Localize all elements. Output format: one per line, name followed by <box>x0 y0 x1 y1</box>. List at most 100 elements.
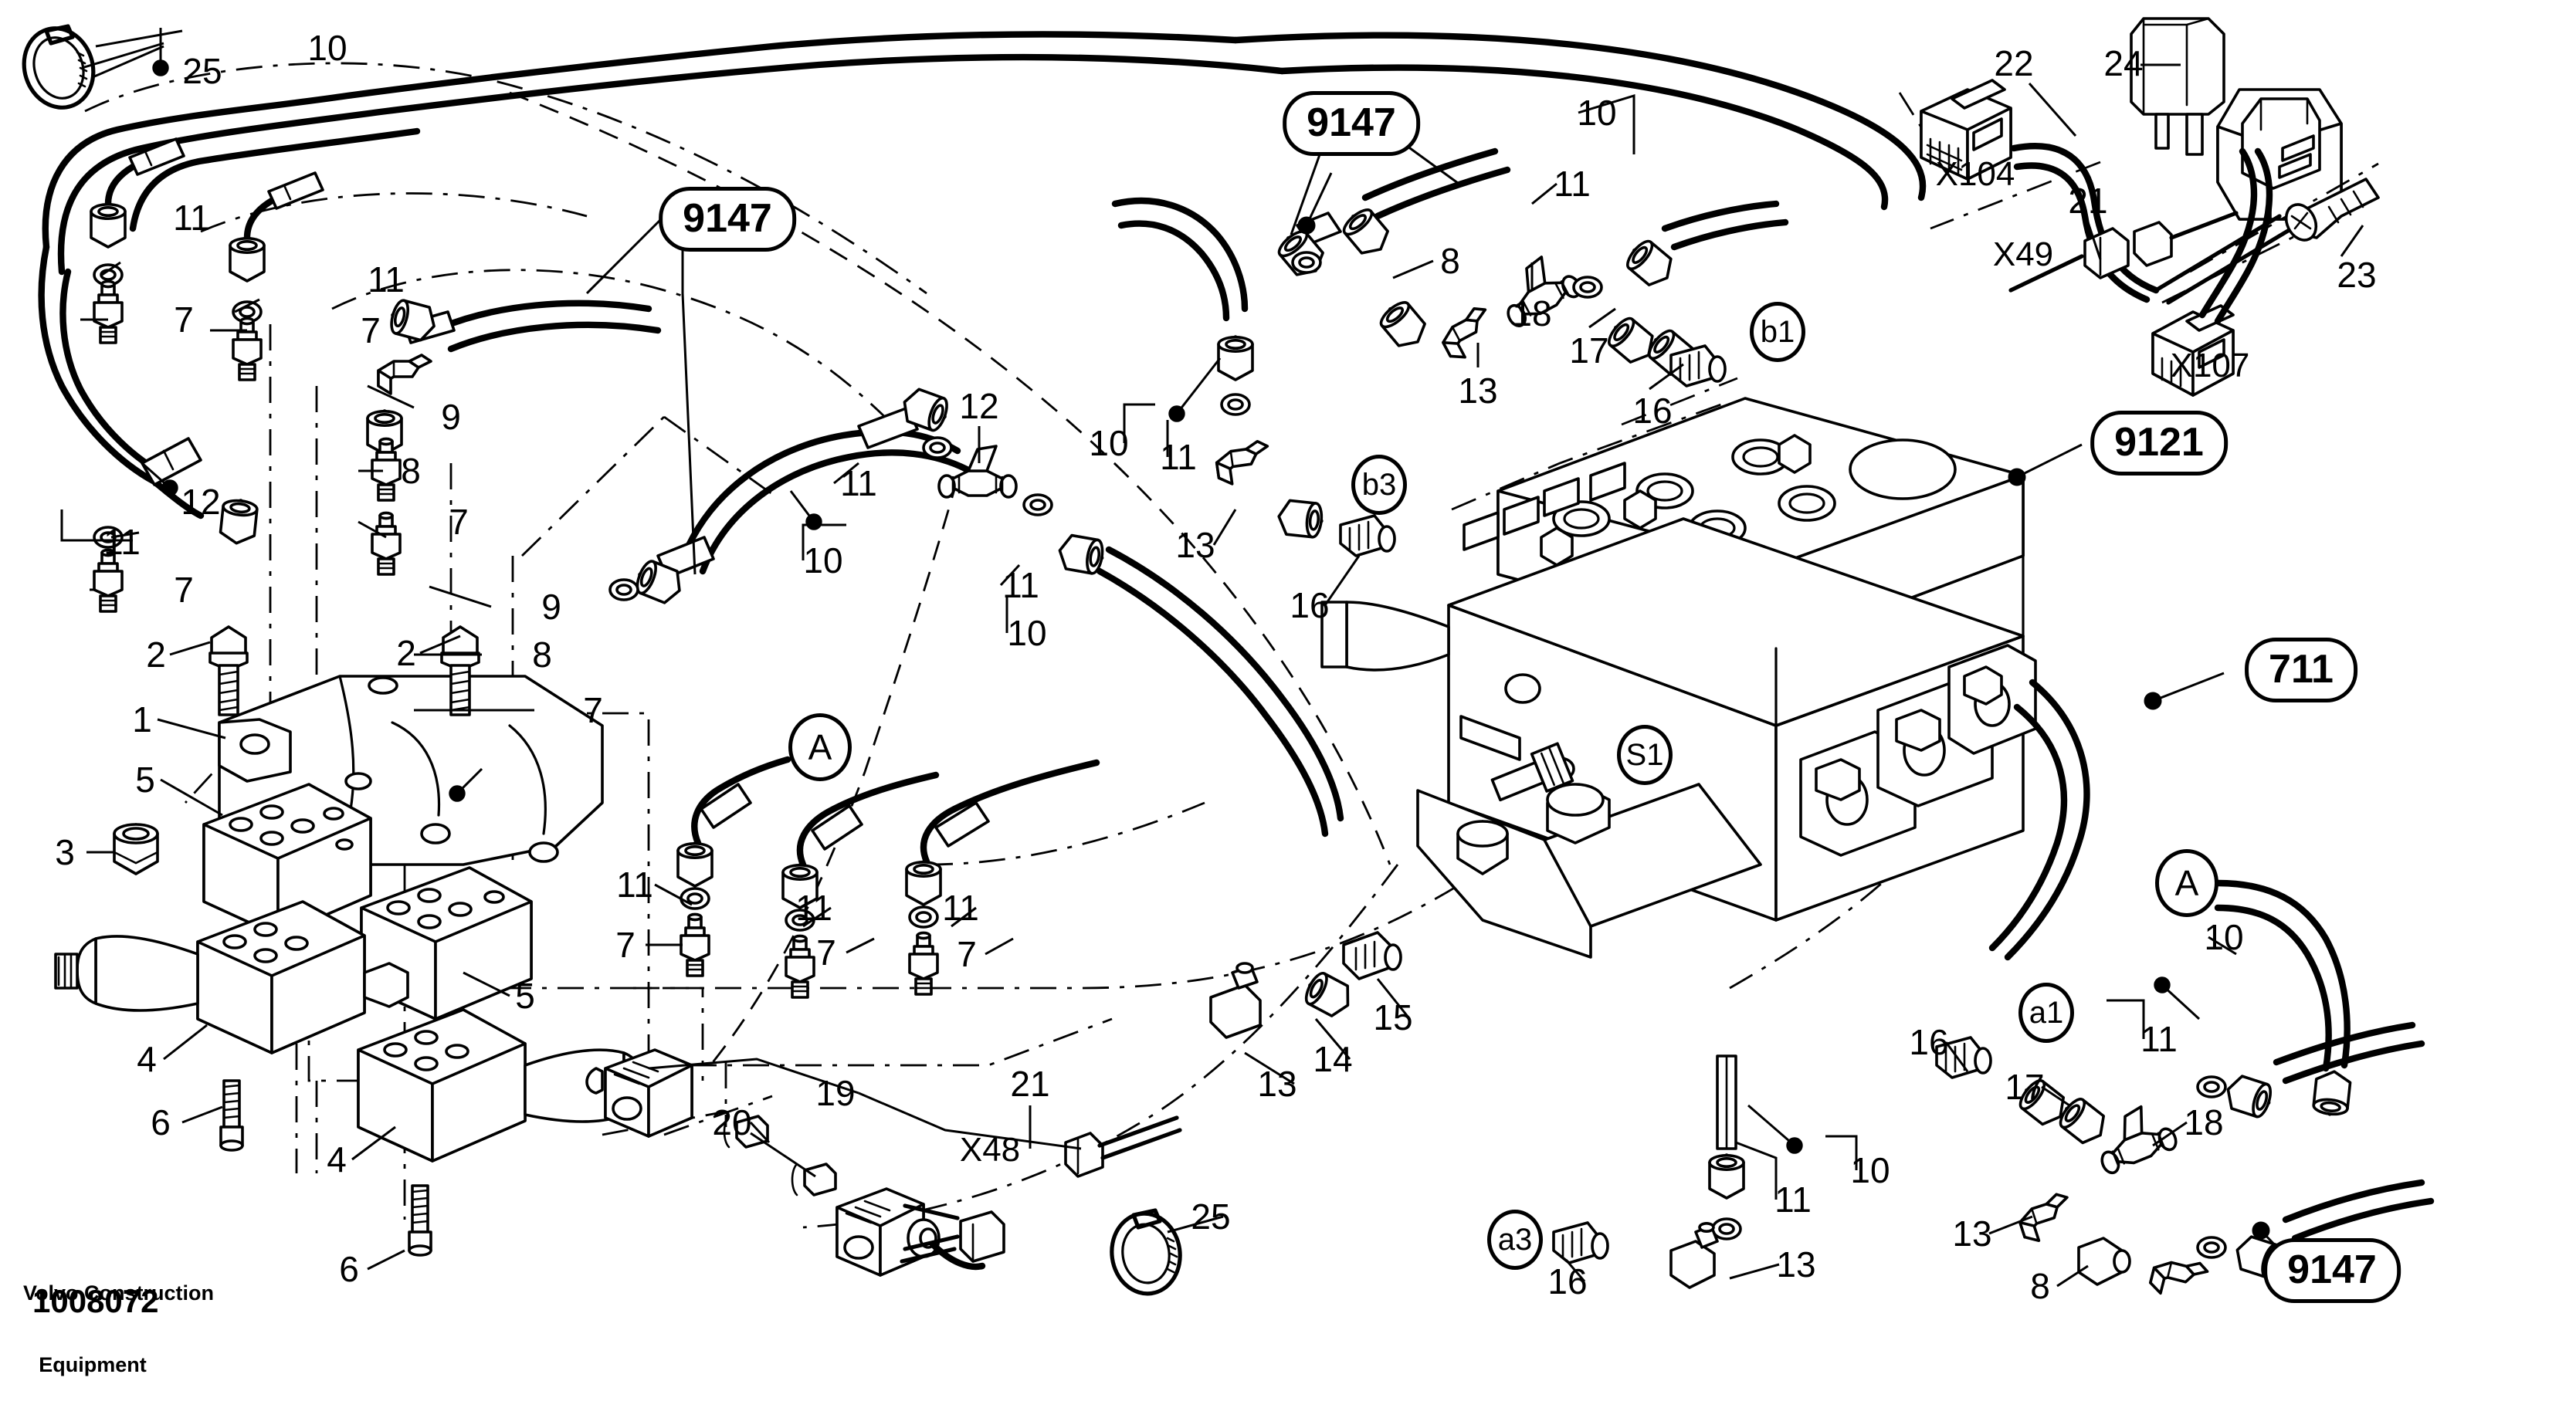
bolt-2-left <box>208 625 249 716</box>
part-callout-11: 11 <box>1774 1180 1812 1220</box>
hose-group-center <box>386 296 971 608</box>
part-callout-24: 24 <box>2103 43 2144 83</box>
part-callout-10: 10 <box>1007 613 1047 653</box>
inline-connector-21-X49 <box>2008 211 2239 293</box>
part-callout-8: 8 <box>401 451 421 491</box>
part-callout-12: 12 <box>959 386 999 426</box>
part-callout-18: 18 <box>1512 293 1552 333</box>
relay-socket-X107 <box>2216 88 2343 221</box>
part-callout-14: 14 <box>1313 1039 1353 1079</box>
fitting-9147-top-center <box>1273 212 1342 283</box>
part-callout-11: 11 <box>1002 565 1039 605</box>
part-callout-3: 3 <box>55 832 75 872</box>
part-callout-16: 16 <box>1909 1022 1949 1062</box>
terminal-connector-bottom <box>900 1203 1005 1264</box>
port-marker-b1: b1 <box>1750 302 1805 362</box>
part-callout-10: 10 <box>307 28 347 68</box>
hose-end-fitting-upper-left-2 <box>229 171 324 283</box>
part-callout-11: 11 <box>616 865 653 905</box>
part-callout-17: 17 <box>1569 330 1609 371</box>
hose-clamp-25-bottom <box>1110 1208 1182 1296</box>
reference-callout-9147[interactable]: 9147 <box>2263 1238 2401 1303</box>
part-callout-10: 10 <box>2204 917 2244 957</box>
part-callout-25: 25 <box>182 51 222 91</box>
part-callout-20: 20 <box>712 1102 752 1142</box>
part-callout-13: 13 <box>1175 525 1215 565</box>
reference-callout-9147[interactable]: 9147 <box>1283 91 1420 156</box>
brand-line-1: Volvo Construction <box>23 1281 214 1305</box>
hose-group-top-left <box>42 31 1286 276</box>
port-marker-b3: b3 <box>1351 455 1407 515</box>
part-callout-16: 16 <box>1290 585 1330 625</box>
part-callout-1: 1 <box>132 699 152 740</box>
stud-fitting-7 <box>371 511 402 576</box>
screw-23 <box>2284 178 2380 242</box>
part-callout-11: 11 <box>103 522 141 562</box>
part-callout-18: 18 <box>2184 1102 2224 1142</box>
part-callout-11: 11 <box>173 198 210 238</box>
connector-designator-X49: X49 <box>1992 235 2054 273</box>
part-callout-7: 7 <box>816 932 836 973</box>
screw-6-left <box>219 1079 244 1152</box>
stud-fitting-7 <box>232 316 263 381</box>
connector-designator-X104: X104 <box>1935 155 2015 193</box>
part-callout-11: 11 <box>1554 164 1591 204</box>
part-callout-10: 10 <box>1850 1150 1890 1190</box>
part-callout-4: 4 <box>137 1039 157 1079</box>
reference-callout-9121[interactable]: 9121 <box>2090 411 2228 476</box>
part-callout-13: 13 <box>1952 1213 1992 1254</box>
reference-callout-711[interactable]: 711 <box>2245 638 2357 702</box>
reference-callout-9147[interactable]: 9147 <box>659 187 796 252</box>
connector-designator-X107: X107 <box>2170 347 2250 384</box>
part-callout-5: 5 <box>515 976 535 1016</box>
part-callout-8: 8 <box>2030 1266 2050 1306</box>
part-callout-21: 21 <box>2068 181 2108 221</box>
connector-clip-20-lower <box>791 1163 837 1196</box>
part-callout-15: 15 <box>1373 997 1413 1037</box>
part-callout-11: 11 <box>795 888 832 928</box>
nut-3 <box>113 823 159 875</box>
hose-end-fitting-upper-left-1 <box>90 137 185 249</box>
part-callout-25: 25 <box>1191 1196 1231 1237</box>
part-callout-7: 7 <box>615 925 636 965</box>
port-marker-A: A <box>2155 849 2218 917</box>
harness-connector-22-X104 <box>1920 79 2012 181</box>
connector-21-X48 <box>1064 1115 1182 1178</box>
port-marker-a3: a3 <box>1487 1210 1543 1270</box>
part-callout-13: 13 <box>1458 371 1498 411</box>
brand-footer: Volvo Construction Equipment <box>23 1234 214 1408</box>
connector-designator-X48: X48 <box>959 1131 1021 1169</box>
stud-fitting-7 <box>93 279 124 344</box>
control-valve-block-9121 <box>1320 397 2037 959</box>
part-callout-11: 11 <box>840 463 877 503</box>
part-callout-21: 21 <box>1010 1064 1050 1104</box>
part-callout-11: 11 <box>1160 437 1197 477</box>
brand-line-2: Equipment <box>39 1353 147 1376</box>
part-callout-16: 16 <box>1547 1261 1588 1301</box>
harness-connector-X107-lower <box>2151 304 2235 397</box>
port-marker-a1: a1 <box>2018 983 2074 1043</box>
part-callout-22: 22 <box>1994 43 2034 83</box>
hose-end-fitting-left-lower <box>141 437 259 547</box>
hose-clamp-25-top-left <box>22 24 96 110</box>
part-callout-5: 5 <box>135 760 155 800</box>
part-callout-8: 8 <box>1440 241 1460 281</box>
part-callout-23: 23 <box>2337 255 2377 295</box>
part-callout-10: 10 <box>803 540 843 580</box>
part-callout-4: 4 <box>327 1139 347 1180</box>
part-callout-7: 7 <box>174 300 194 340</box>
part-callout-16: 16 <box>1632 391 1673 431</box>
part-callout-13: 13 <box>1257 1064 1297 1104</box>
part-callout-17: 17 <box>2005 1067 2045 1107</box>
solenoid-valve-4-upper <box>54 900 409 1054</box>
port-marker-S1: S1 <box>1617 725 1673 785</box>
part-callout-19: 19 <box>815 1073 856 1113</box>
part-callout-11: 11 <box>368 259 405 300</box>
part-callout-12: 12 <box>181 482 221 522</box>
part-callout-6: 6 <box>151 1102 171 1142</box>
part-callout-7: 7 <box>957 934 977 974</box>
hose-A-center <box>676 756 791 888</box>
part-callout-2: 2 <box>396 633 416 673</box>
